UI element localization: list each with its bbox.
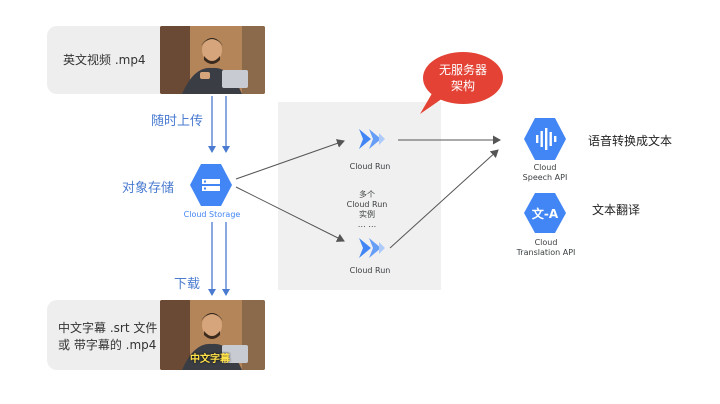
translation-api-icon — [524, 193, 566, 233]
speech-api-name: Cloud Speech API — [515, 163, 575, 183]
input-video-label: 英文视频 .mp4 — [63, 53, 146, 67]
storage-label: 对象存储 — [122, 181, 175, 196]
upload-arrows — [208, 96, 230, 153]
speech-api-description: 语音转换成文本 — [588, 134, 673, 148]
cloud-storage-name: Cloud Storage — [183, 210, 241, 219]
translation-api-description: 文本翻译 — [592, 203, 641, 217]
multi-line-1: 多个 — [359, 190, 375, 199]
arrow-storage-to-run-top — [235, 139, 345, 180]
cloud-storage-icon — [190, 164, 232, 206]
download-arrows — [208, 222, 230, 296]
serverless-line-1: 无服务器 — [438, 63, 487, 77]
subtitle-overlay: 中文字幕 — [190, 354, 230, 365]
serverless-bubble-tail — [420, 90, 446, 114]
cloud-run-bottom-label: Cloud Run — [349, 266, 391, 275]
arrow-run-bottom-to-apis — [389, 149, 499, 249]
output-line-2: 或 带字幕的 .mp4 — [58, 338, 157, 352]
output-description: 中文字幕 .srt 文件 或 带字幕的 .mp4 — [58, 320, 157, 354]
serverless-line-2: 架构 — [450, 79, 475, 93]
cloud-run-bottom-icon — [359, 238, 385, 258]
multi-ellipsis: … … — [357, 220, 377, 229]
translation-api-line-2: Translation API — [516, 248, 576, 257]
cloud-run-panel — [278, 102, 441, 290]
output-line-1: 中文字幕 .srt 文件 — [58, 321, 158, 335]
output-video-thumbnail — [160, 300, 265, 370]
multi-line-3: 实例 — [359, 210, 375, 219]
speech-api-icon — [524, 118, 566, 160]
translation-api-line-1: Cloud — [534, 238, 558, 247]
cloud-run-multi-instances: 多个 Cloud Run 实例 … … — [332, 190, 402, 230]
cloud-run-top-label: Cloud Run — [349, 162, 391, 171]
speech-api-line-2: Speech API — [522, 173, 568, 182]
speech-api-line-1: Cloud — [533, 163, 557, 172]
upload-label: 随时上传 — [151, 114, 204, 129]
download-label: 下载 — [174, 277, 201, 292]
translation-glyph: 文-A — [531, 207, 559, 221]
multi-line-2: Cloud Run — [346, 200, 388, 209]
input-video-thumbnail — [160, 26, 265, 94]
cloud-run-top-icon — [359, 129, 385, 149]
arrow-storage-to-run-bottom — [235, 186, 345, 242]
translation-api-name: Cloud Translation API — [506, 238, 586, 258]
